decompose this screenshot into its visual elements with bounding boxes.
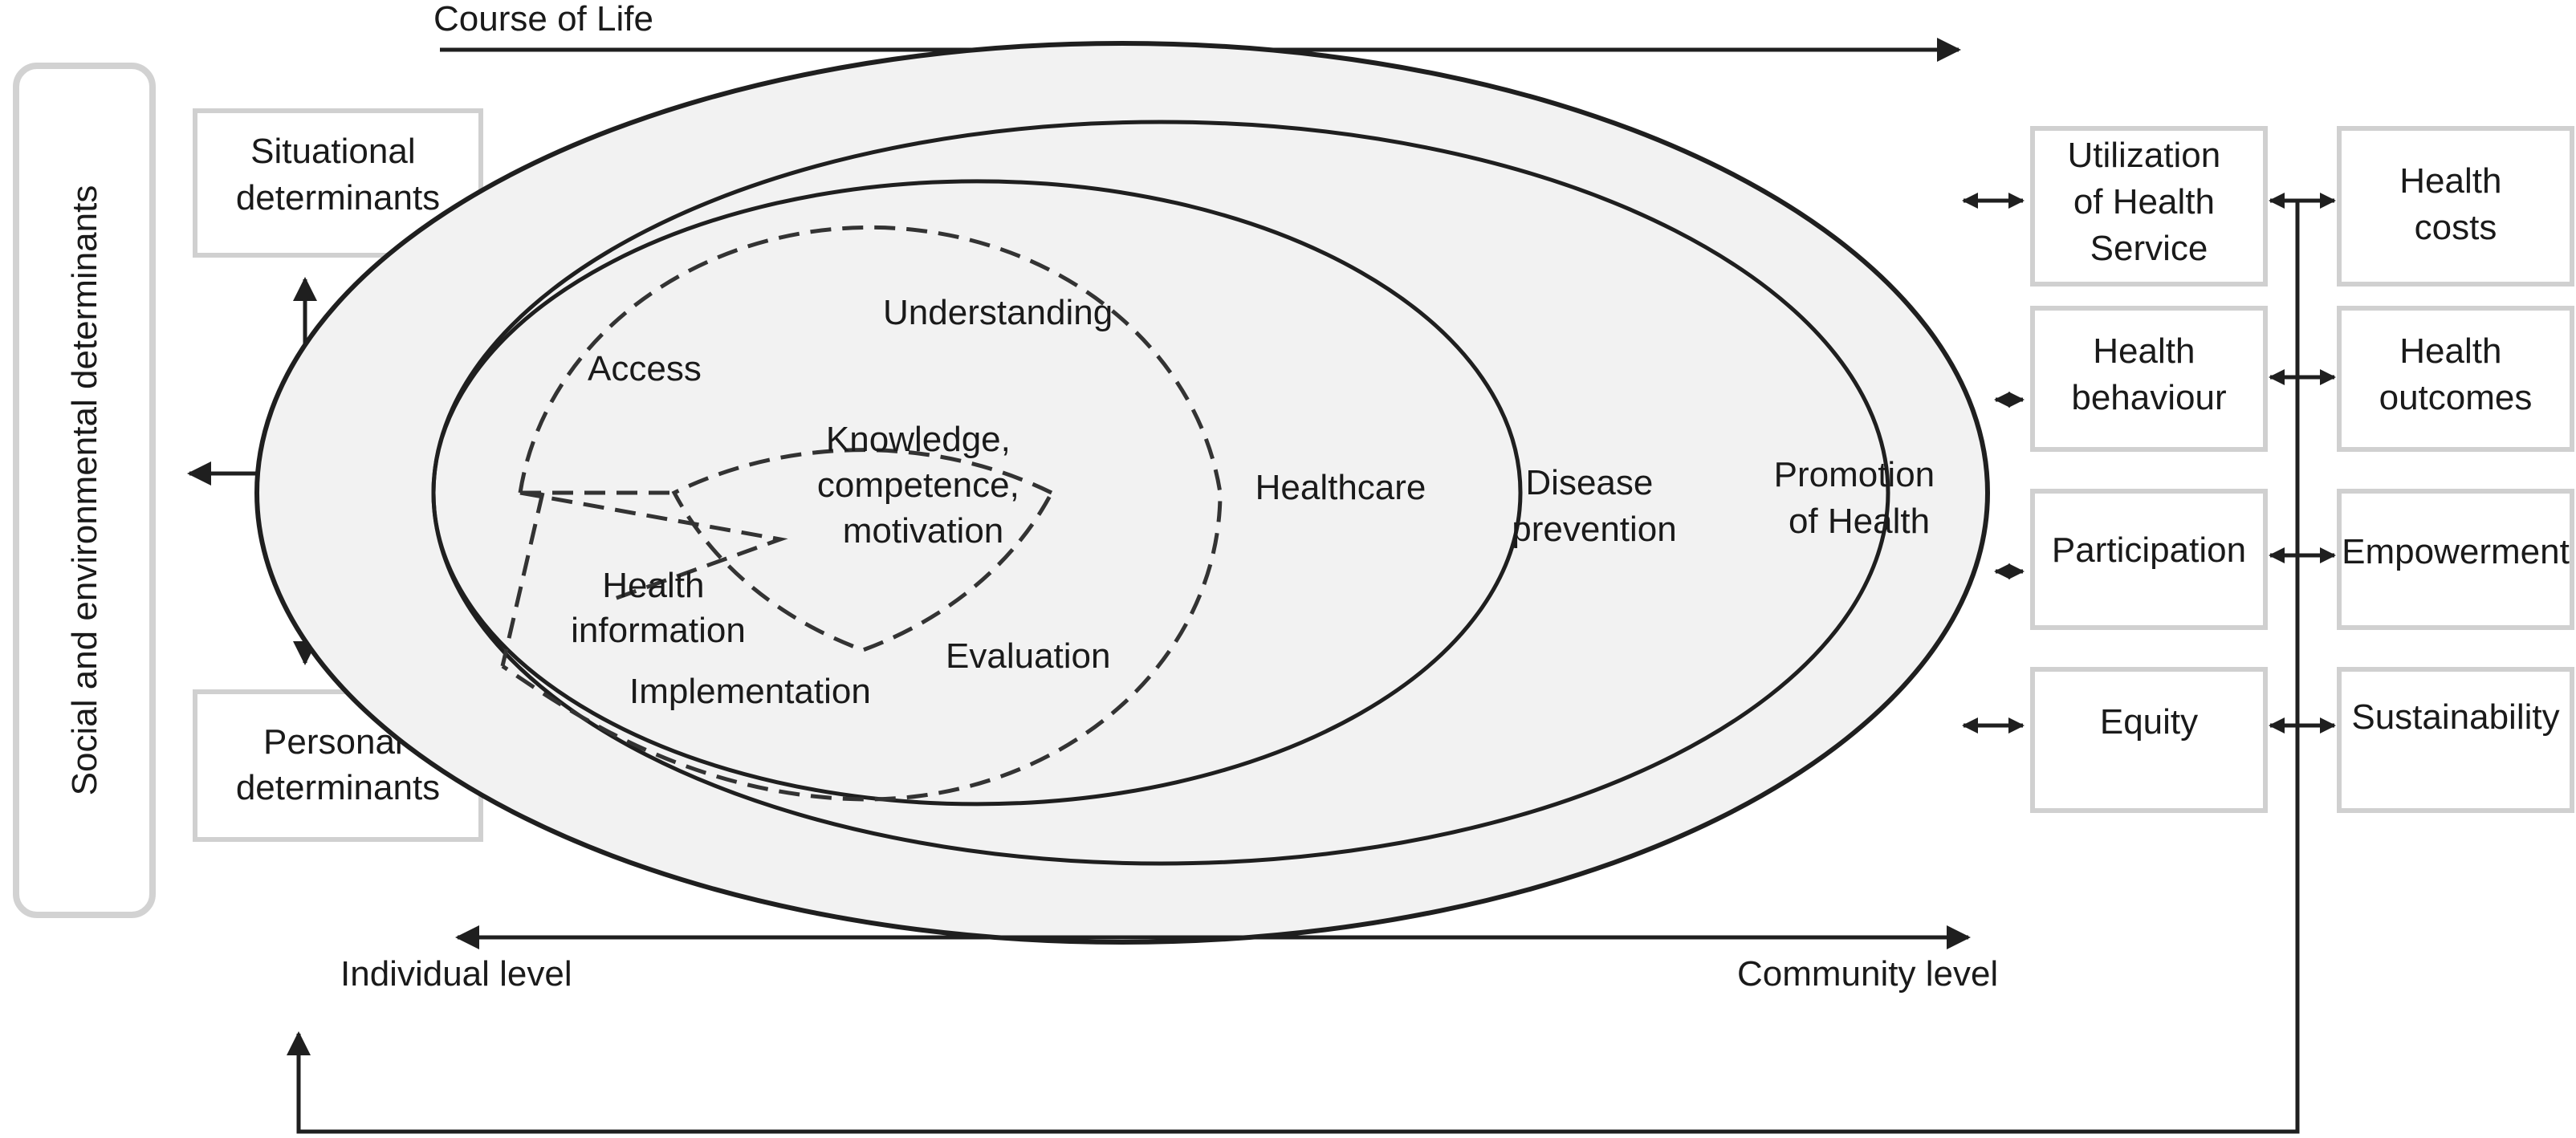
- empowerment-label: Empowerment: [2342, 532, 2570, 571]
- health-behaviour-box: Health behaviour: [2030, 306, 2268, 452]
- ellipse-labels: Healthcare Disease prevention Promotion …: [1255, 455, 1945, 549]
- personal-determinants-label: Personal determinants: [236, 722, 440, 807]
- inner-labels: Access Understanding Knowledge, competen…: [571, 293, 1113, 711]
- equity-label: Equity: [2100, 702, 2198, 742]
- disease-prevention-label: Disease prevention: [1512, 463, 1676, 549]
- health-literacy-circles: [500, 225, 1223, 802]
- knowledge-label: Knowledge, competence, motivation: [817, 420, 1029, 551]
- knowledge-wedge-lower: [519, 490, 788, 603]
- health-behaviour-label: Health behaviour: [2071, 331, 2226, 417]
- participation-label: Participation: [2052, 530, 2246, 570]
- participation-box: Participation: [2030, 489, 2268, 630]
- promotion-of-health-ellipse: [254, 41, 1990, 945]
- utilization-label: Utilization of Health Service: [2068, 136, 2231, 268]
- healthcare-ellipse: [431, 179, 1523, 807]
- implementation-label: Implementation: [629, 672, 871, 711]
- community-level-label: Community level: [1737, 954, 1998, 994]
- understanding-label: Understanding: [883, 293, 1113, 332]
- connector-arrows: [1962, 193, 2336, 734]
- equity-box: Equity: [2030, 667, 2268, 813]
- health-costs-box: Health costs: [2337, 126, 2574, 287]
- health-information-label: Health information: [571, 566, 746, 650]
- individual-level-label: Individual level: [340, 954, 572, 994]
- nested-ellipses: [254, 41, 1990, 945]
- course-of-life-label: Course of Life: [433, 0, 653, 39]
- disease-prevention-ellipse: [431, 120, 1890, 866]
- evaluation-label: Evaluation: [946, 636, 1110, 676]
- feedback-loop-arrow: [287, 199, 2300, 1134]
- sustainability-box: Sustainability: [2337, 667, 2574, 813]
- healthcare-label: Healthcare: [1255, 468, 1426, 507]
- course-of-life-arrow: Course of Life: [433, 0, 1961, 62]
- health-information-divider: [500, 492, 545, 667]
- inner-dashed-circle: [671, 448, 1054, 652]
- health-outcomes-label: Health outcomes: [2379, 331, 2533, 417]
- promotion-of-health-label: Promotion of Health: [1774, 455, 1945, 541]
- level-arrow: Individual level Community level: [340, 925, 1998, 994]
- situational-determinants-box: Situational determinants: [193, 108, 483, 258]
- sustainability-label: Sustainability: [2351, 697, 2559, 737]
- social-environmental-panel: Social and environmental determinants: [13, 63, 156, 918]
- health-costs-label: Health costs: [2399, 161, 2511, 247]
- health-outcomes-box: Health outcomes: [2337, 306, 2574, 452]
- empowerment-box: Empowerment: [2337, 489, 2574, 630]
- utilization-box: Utilization of Health Service: [2030, 126, 2268, 287]
- access-label: Access: [588, 349, 702, 388]
- social-environmental-label: Social and environmental determinants: [65, 185, 104, 796]
- outer-dashed-circle: [501, 225, 1223, 802]
- situational-determinants-label: Situational determinants: [236, 132, 440, 217]
